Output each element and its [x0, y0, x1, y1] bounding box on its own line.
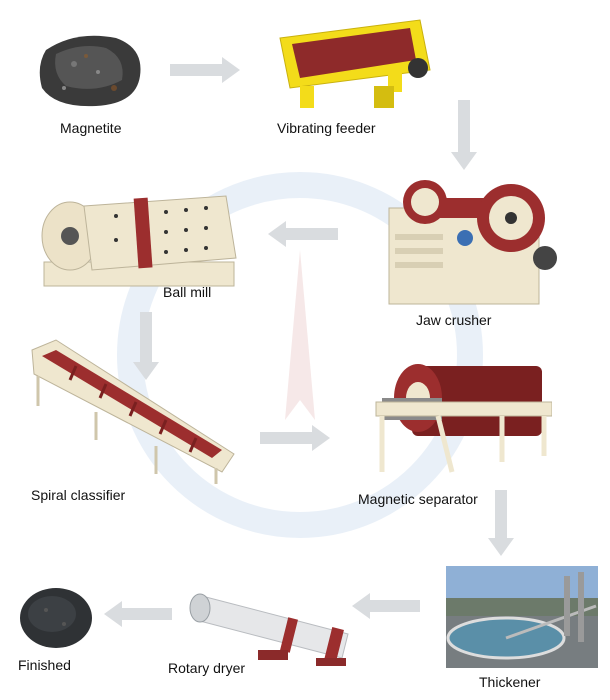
label-finished: Finished	[18, 657, 71, 673]
arrow-down-2	[133, 312, 159, 380]
label-spiral-classifier: Spiral classifier	[31, 487, 126, 503]
ball-mill-image	[41, 195, 237, 287]
label-jaw-crusher: Jaw crusher	[416, 312, 492, 328]
jaw-crusher-image	[388, 180, 557, 305]
magnetic-separator-image	[375, 364, 552, 473]
label-vibrating-feeder: Vibrating feeder	[277, 120, 376, 136]
arrow-left-2	[352, 593, 420, 619]
thickener-image	[446, 566, 598, 668]
arrow-down-1	[451, 100, 477, 170]
arrow-left-3	[104, 601, 172, 627]
label-ball-mill: Ball mill	[163, 284, 212, 300]
arrow-down-3	[488, 490, 514, 556]
label-magnetite: Magnetite	[60, 120, 122, 136]
magnetite-image	[39, 35, 141, 107]
vibrating-feeder-image	[279, 19, 431, 108]
arrow-right-1	[170, 57, 240, 83]
arrow-left-1	[268, 221, 338, 247]
spiral-classifier-image	[31, 339, 235, 484]
label-magnetic-separator: Magnetic separator	[358, 491, 478, 507]
rotary-dryer-image	[189, 593, 349, 666]
label-thickener: Thickener	[479, 674, 541, 690]
finished-product-image	[20, 588, 92, 648]
label-rotary-dryer: Rotary dryer	[168, 660, 246, 676]
arrow-right-2	[260, 425, 330, 451]
